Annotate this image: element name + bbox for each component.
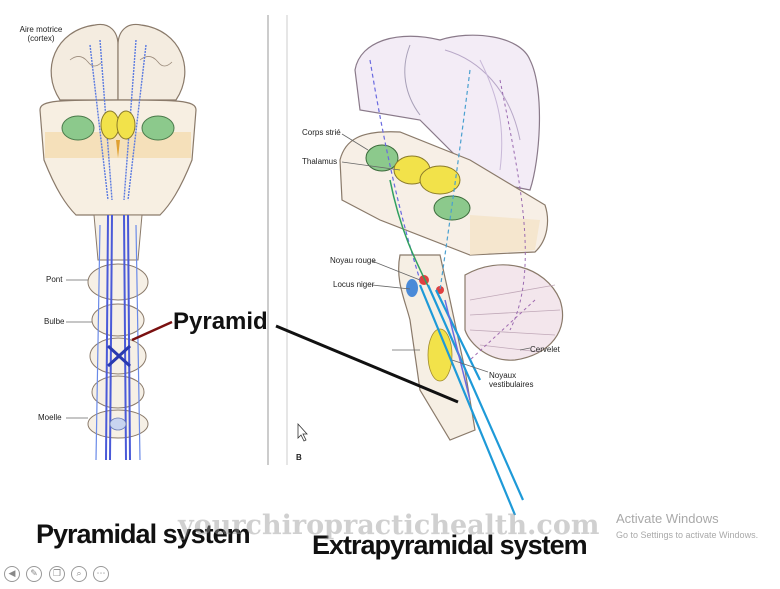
label-motor-cortex: Aire motrice (cortex) [19,25,63,43]
caption-extrapyramidal: Extrapyramidal system [312,530,588,560]
pyramid-annotation: Pyramid [173,308,268,335]
label-pons: Pont [46,275,63,284]
label-medulla: Bulbe [44,317,65,326]
vestibular-leader [451,359,489,373]
label-red-nucleus: Noyau rouge [330,256,376,265]
pyramidal-brain-section [39,23,197,216]
watermark: yourchiropractichealth.com [178,510,600,541]
cerebellum-leader [519,347,531,351]
label-thalamus: Thalamus [302,157,338,166]
extrapyramidal-brain-section [339,34,564,516]
caption-pyramidal: Pyramidal system [36,519,251,549]
striatum-leader [341,133,369,151]
copy-icon[interactable]: ❐ [49,566,65,582]
mouse-cursor-icon [297,422,308,442]
pyramid-pointer-red [131,320,173,342]
label-vestibular-nuclei: Noyaux vestibulaires [489,371,534,389]
back-icon[interactable]: ◀ [4,566,20,582]
zoom-icon[interactable]: ⌕ [71,566,87,582]
activate-windows-subtitle: Go to Settings to activate Windows. [616,530,759,540]
red-nucleus-leader [371,260,421,281]
pyramidal-brainstem [87,214,149,461]
pen-icon[interactable]: ✎ [26,566,42,582]
label-cerebellum: Cervelet [530,345,560,354]
more-icon[interactable]: ⋯ [93,566,109,582]
activate-windows-title: Activate Windows [616,511,719,526]
panel-letter: B [296,453,302,462]
label-striatum: Corps strié [302,128,341,137]
label-substantia-nigra: Locus niger [333,280,375,289]
thalamus-leader [341,161,401,171]
nigra-leader [371,284,411,290]
pyramid-pointer-black [275,324,459,404]
label-spinal-cord: Moelle [38,413,62,422]
